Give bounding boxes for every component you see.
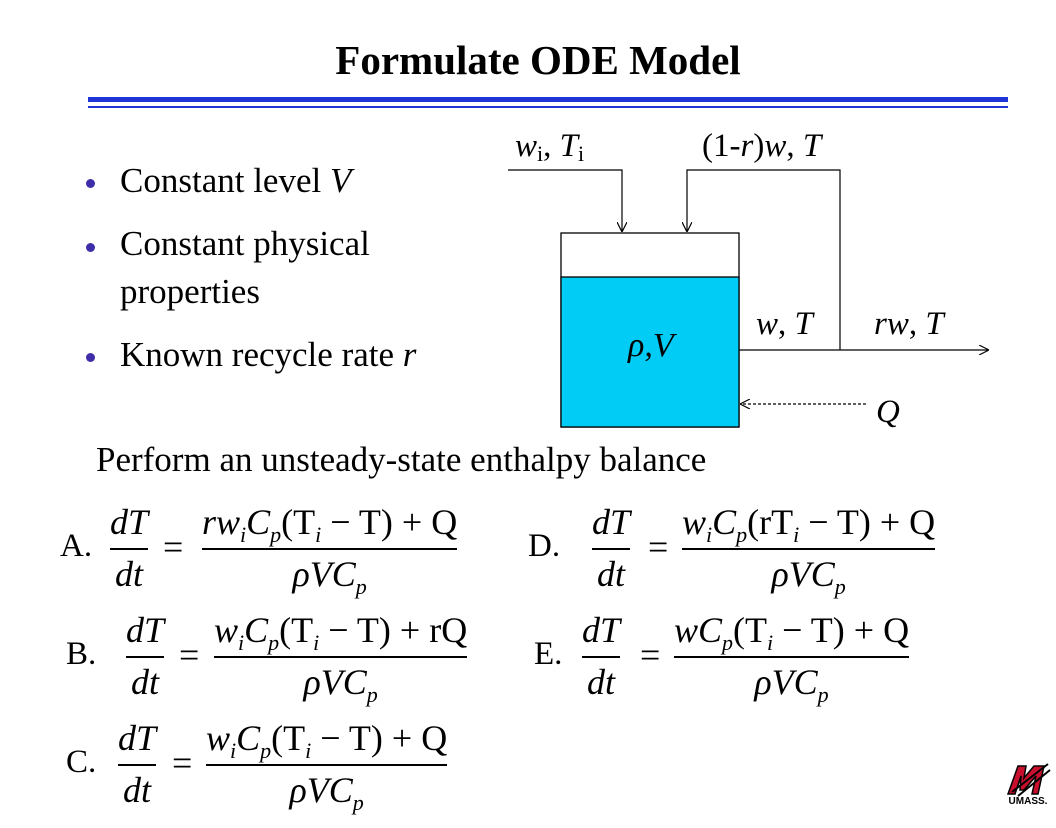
feed-inlet-line xyxy=(508,169,622,231)
rhs-fraction: wiCp(Ti − T) + rQ ρVCp xyxy=(214,610,468,707)
page-title: Formulate ODE Model xyxy=(335,37,741,83)
rhs-fraction: rwiCp(Ti − T) + Q ρVCp xyxy=(202,502,458,599)
recycle-line xyxy=(687,169,841,350)
heat-label: Q xyxy=(876,394,900,430)
outlet-label: w, T xyxy=(756,306,816,342)
bullet-dot-icon xyxy=(86,243,95,252)
rhs-fraction: wCp(Ti − T) + Q ρVCp xyxy=(674,610,910,707)
umass-logo-icon xyxy=(1006,762,1051,797)
instruction-text: Perform an unsteady-state enthalpy balan… xyxy=(96,440,707,479)
bullet-dot-icon xyxy=(86,179,95,188)
bullet-recycle-rate: Known recycle rate r xyxy=(80,330,500,380)
rhs-fraction: wiCp(rTi − T) + Q ρVCp xyxy=(682,502,936,599)
title-rule-thin xyxy=(88,106,1008,108)
tank-liquid xyxy=(560,276,740,428)
bullet-constant-properties: Constant physical properties xyxy=(80,220,500,316)
bullet-dot-icon xyxy=(86,353,95,362)
product-label: rw, T xyxy=(874,306,946,342)
bullet-constant-level: Constant level V xyxy=(80,156,500,206)
tank-label: ρ,V xyxy=(627,327,678,364)
process-diagram: ρ,V wi, Ti (1-r)w, T w, T rw, T Q xyxy=(508,128,1010,430)
rhs-fraction: wiCp(Ti − T) + Q ρVCp xyxy=(206,718,448,815)
umass-logo-text: UMASS. xyxy=(1008,796,1048,807)
feed-inlet-label: wi, Ti xyxy=(515,128,584,166)
assumption-list: Constant level V Constant physical prope… xyxy=(80,156,500,394)
recycle-label: (1-r)w, T xyxy=(702,128,824,164)
title-rule-thick xyxy=(88,97,1008,102)
